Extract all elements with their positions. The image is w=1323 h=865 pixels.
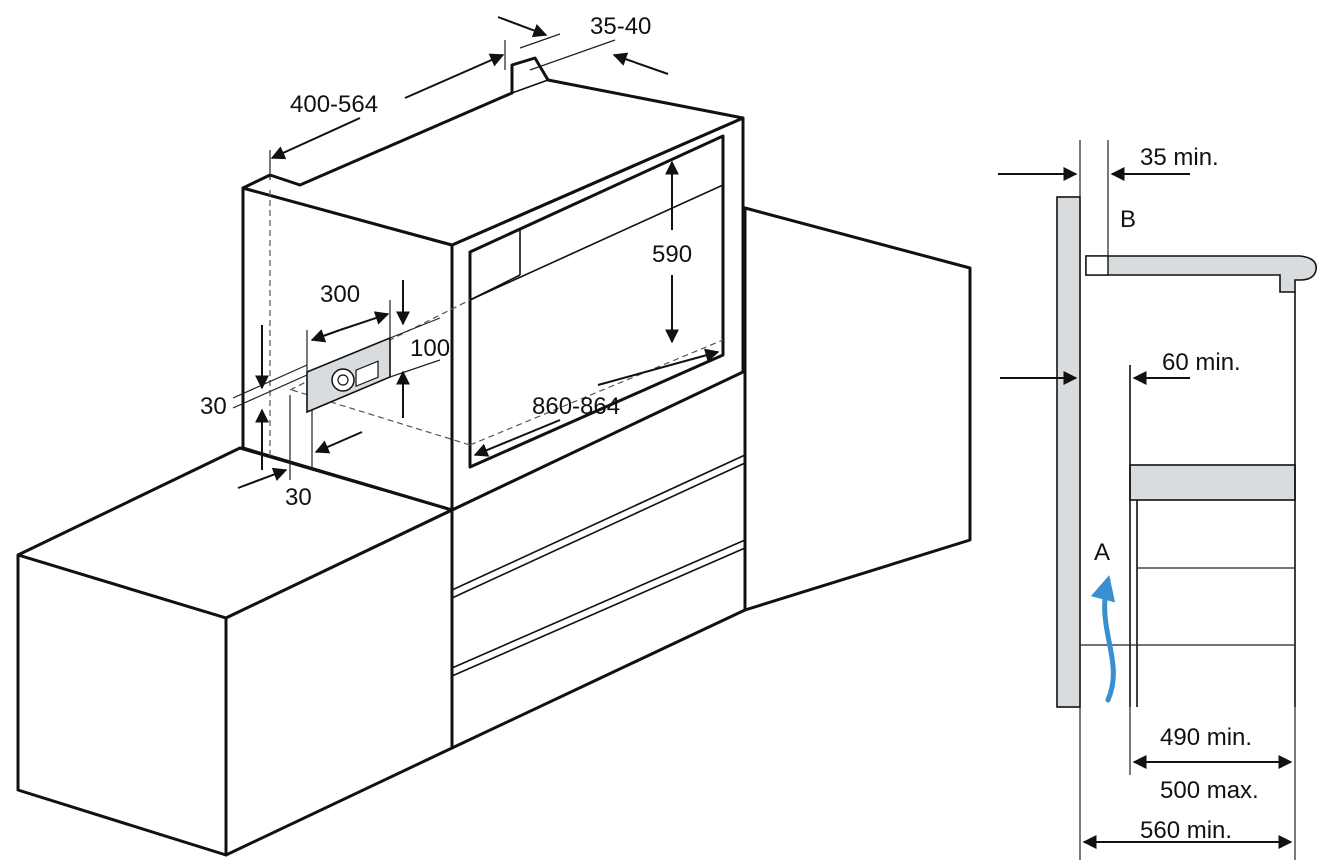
socket-panel xyxy=(306,336,391,414)
worktop xyxy=(1085,255,1317,293)
dim-depth-label: 860-864 xyxy=(532,393,620,420)
dim-socket-offset-left: 30 xyxy=(200,325,308,470)
dim-socket-offset-bottom-label: 30 xyxy=(285,484,312,511)
dim-socket-width-label: 300 xyxy=(320,281,360,308)
front-panel xyxy=(1056,196,1081,708)
shelf xyxy=(1129,464,1296,501)
dim-socket-height-label: 100 xyxy=(410,335,450,362)
airflow-arrow-icon xyxy=(1090,575,1116,703)
dim-depth-min-label: 490 min. xyxy=(1160,724,1252,751)
dim-depth-gap: 35-40 xyxy=(497,13,669,75)
dim-socket-offset-bottom: 30 xyxy=(237,395,363,511)
dim-vent-gap: 60 min. xyxy=(1000,349,1241,385)
dim-depth-gap-label: 35-40 xyxy=(590,13,651,40)
dim-top-gap: 35 min. xyxy=(998,144,1219,181)
dim-height: 590 xyxy=(652,160,692,344)
side-view: 35 min. B 60 min. A 490 min. 500 max. 56… xyxy=(998,140,1317,860)
dim-depth-max-label: 500 max. xyxy=(1160,777,1259,804)
dim-depth: 860-864 xyxy=(473,348,720,457)
dim-height-label: 590 xyxy=(652,241,692,268)
left-cabinet xyxy=(16,446,454,857)
dim-socket-offset-left-label: 30 xyxy=(200,393,227,420)
dim-width-range-label: 400-564 xyxy=(290,91,378,118)
label-a: A xyxy=(1094,539,1110,566)
isometric-view: 400-564 35-40 590 860-864 30 xyxy=(16,13,972,857)
dim-top-gap-label: 35 min. xyxy=(1140,144,1219,171)
dim-total-depth: 560 min. xyxy=(1082,817,1293,849)
dim-depth-range: 490 min. 500 max. xyxy=(1132,724,1293,804)
dim-width-range: 400-564 xyxy=(269,40,506,180)
dim-socket-height: 100 xyxy=(389,280,450,418)
dim-total-depth-label: 560 min. xyxy=(1140,817,1232,844)
dim-vent-gap-label: 60 min. xyxy=(1162,349,1241,376)
label-b: B xyxy=(1120,206,1136,233)
electrical-socket-icon xyxy=(331,360,379,392)
niche-housing xyxy=(241,56,745,512)
